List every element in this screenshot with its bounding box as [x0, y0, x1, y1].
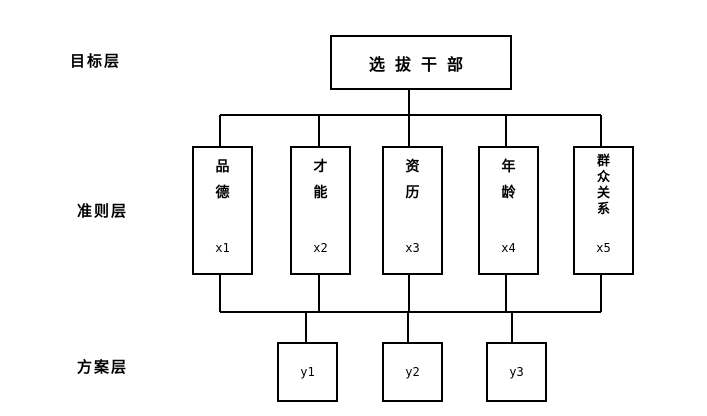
level-label-criteria: 准则层 — [77, 202, 129, 220]
criterion-variable: x1 — [215, 241, 230, 255]
criterion-box-morality: 品 德 x1 — [192, 146, 253, 275]
criterion-char: 年 — [501, 159, 516, 175]
criterion-box-experience: 资 历 x3 — [382, 146, 443, 275]
alternative-box-y2: y2 — [382, 342, 443, 402]
criterion-chars: 群众关系 — [596, 154, 610, 217]
alternative-box-y3: y3 — [486, 342, 547, 402]
criterion-variable: x2 — [313, 241, 328, 255]
criterion-char: 资 — [405, 159, 420, 175]
criterion-box-ability: 才 能 x2 — [290, 146, 351, 275]
criterion-char: 才 — [313, 159, 328, 175]
criterion-box-mass-relations: 群众关系 x5 — [573, 146, 634, 275]
goal-box: 选拔干部 — [330, 35, 512, 90]
criterion-variable: x4 — [501, 241, 516, 255]
criterion-char: 德 — [215, 185, 230, 201]
criterion-char: 品 — [215, 159, 230, 175]
criterion-variable: x5 — [596, 241, 611, 255]
level-label-goal: 目标层 — [70, 52, 122, 70]
criterion-char: 龄 — [501, 185, 516, 201]
criterion-variable: x3 — [405, 241, 420, 255]
criterion-box-age: 年 龄 x4 — [478, 146, 539, 275]
criterion-char: 能 — [313, 185, 328, 201]
level-label-alternatives: 方案层 — [77, 358, 129, 376]
criterion-char: 历 — [405, 185, 420, 201]
alternative-box-y1: y1 — [277, 342, 338, 402]
